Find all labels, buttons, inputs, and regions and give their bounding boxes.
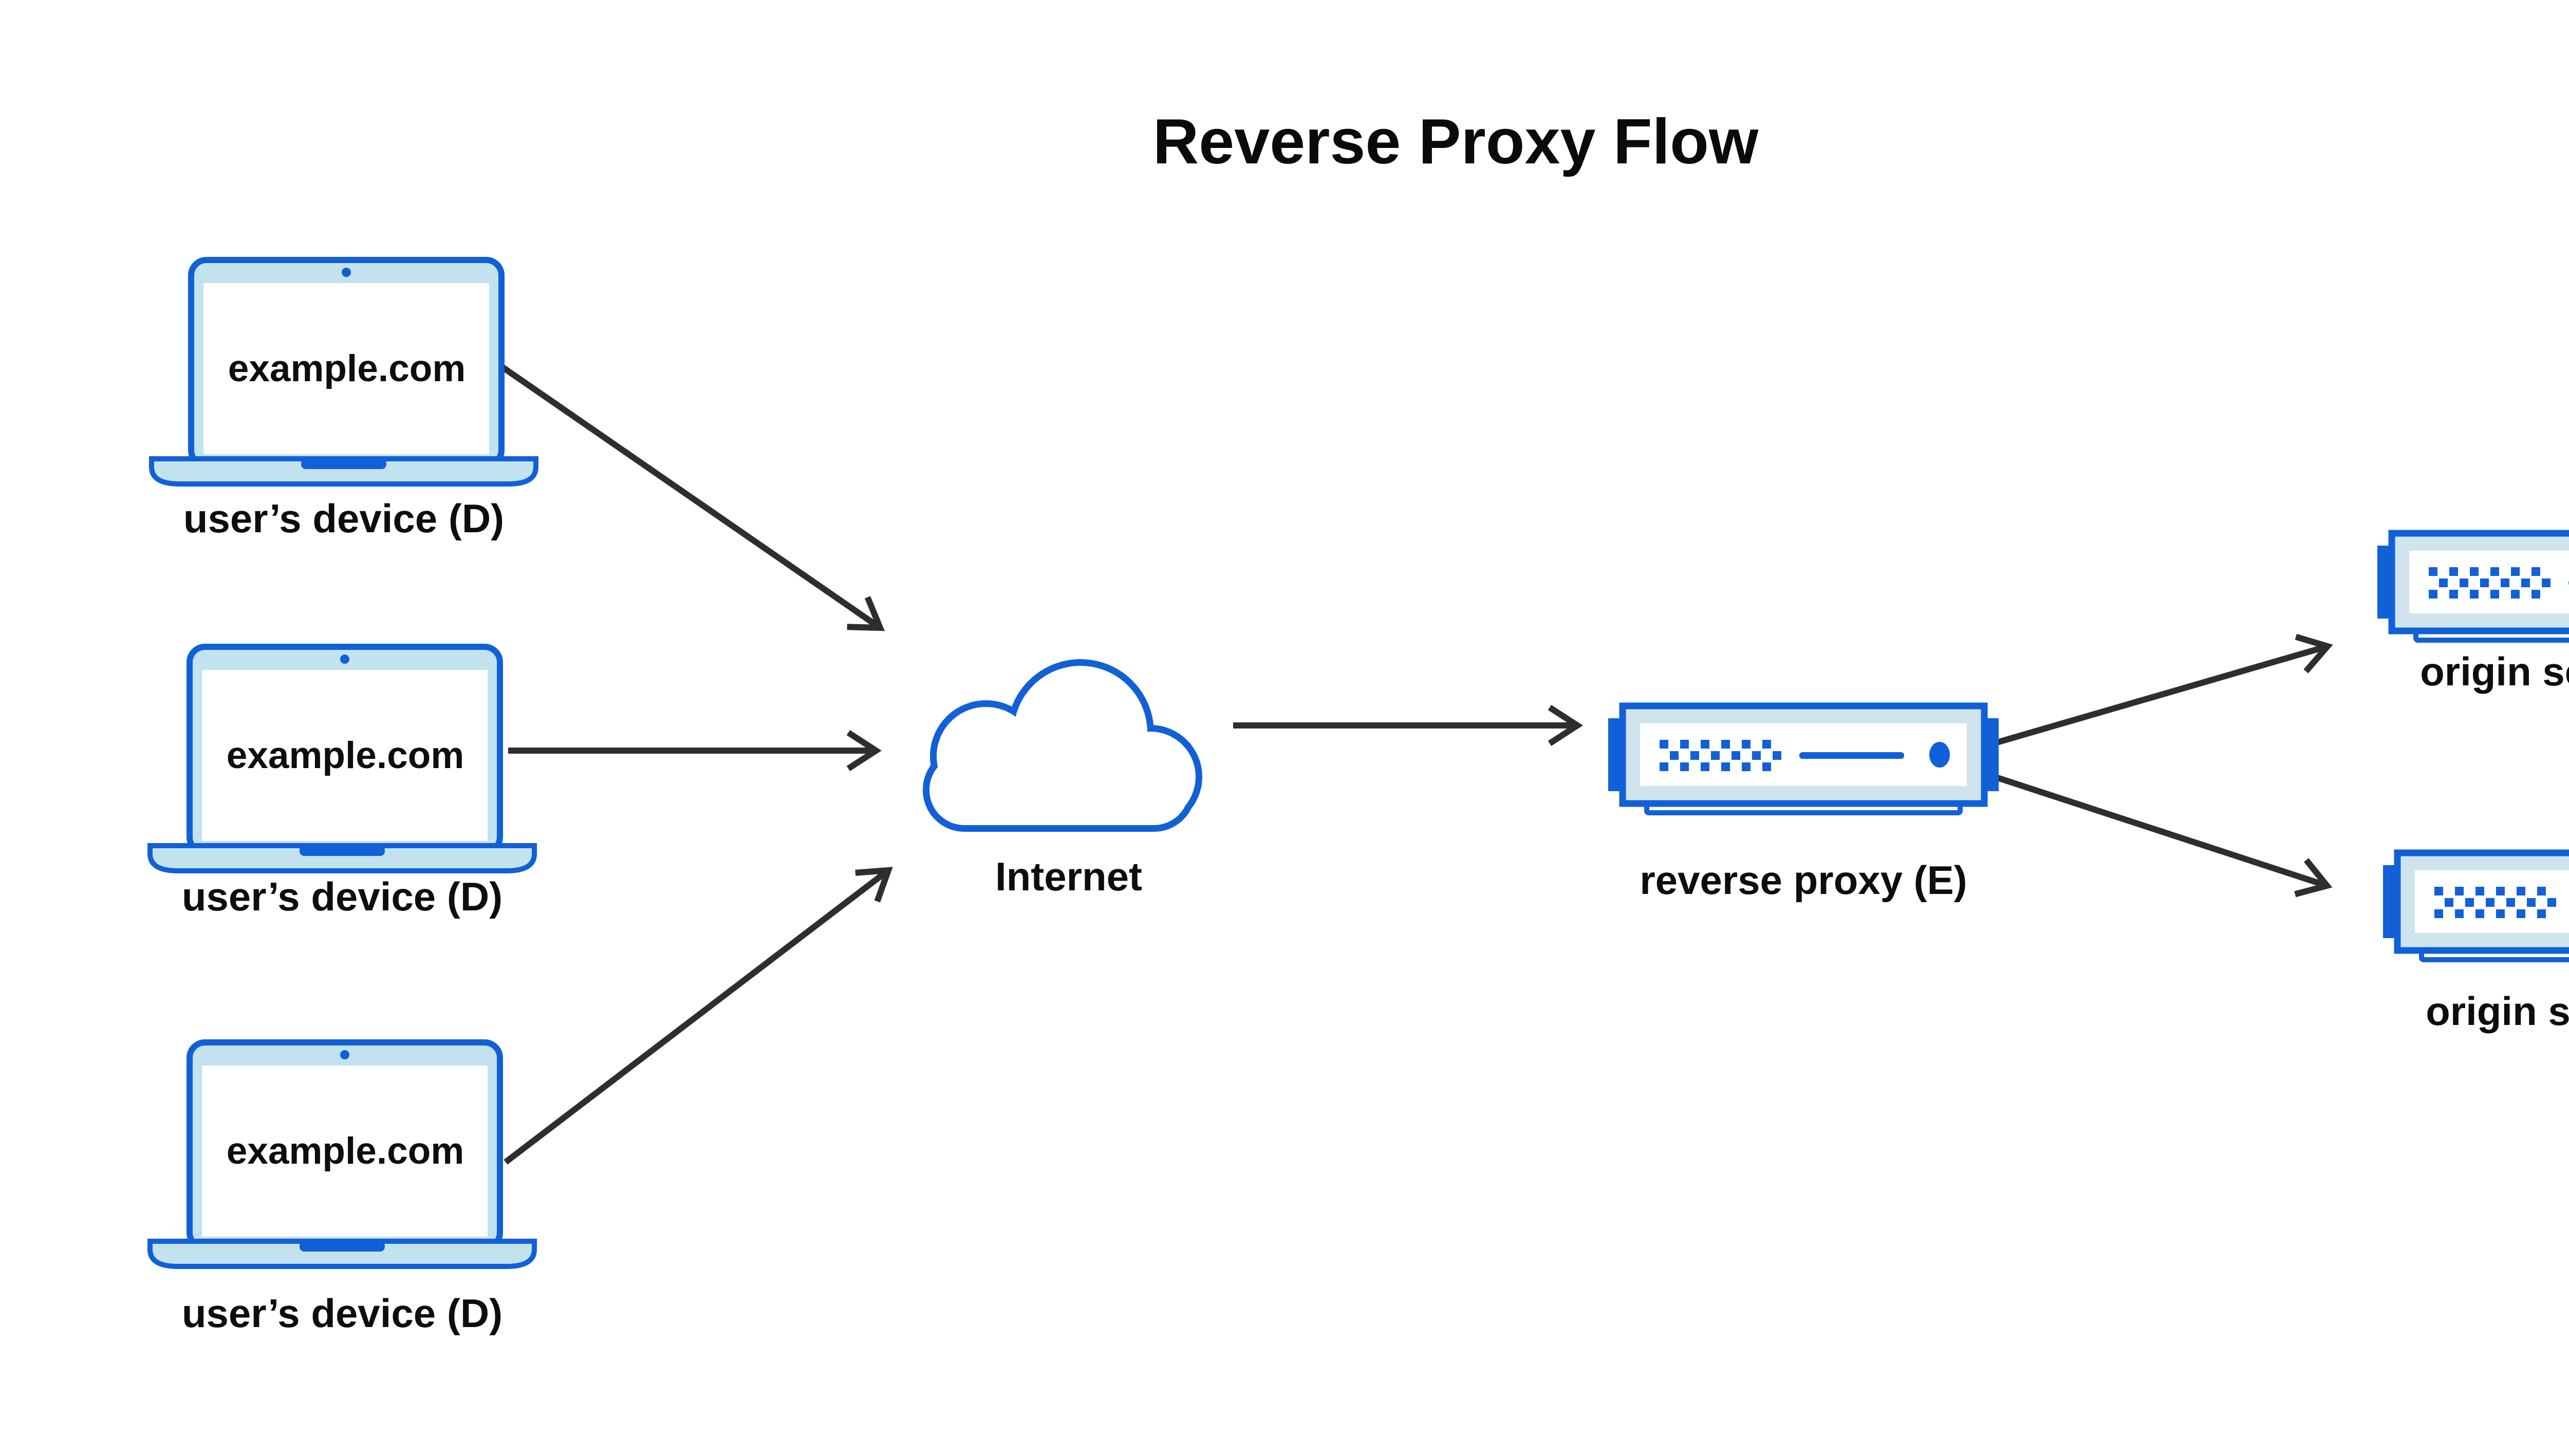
server-vent-dots <box>2434 887 2556 918</box>
device2-label: user’s device (D) <box>181 874 503 919</box>
reverse-proxy-label: reverse proxy (E) <box>1640 857 1967 903</box>
device3-screen-url: example.com <box>226 1130 464 1172</box>
diagram-title: Reverse Proxy Flow <box>1152 106 1759 177</box>
laptop-icon <box>149 257 538 487</box>
laptop-icon <box>147 644 537 873</box>
laptop-icon <box>147 1039 537 1269</box>
device1-screen-url: example.com <box>228 348 466 389</box>
server-slot-line <box>1799 752 1904 759</box>
internet-label: Internet <box>995 854 1143 899</box>
arrow-device3-to-internet <box>504 867 893 1165</box>
arrow-proxy-to-origin2 <box>1994 774 2333 898</box>
server-vent-dots <box>1660 740 1781 771</box>
device1-label: user’s device (D) <box>183 496 505 541</box>
device2-screen-url: example.com <box>226 735 464 776</box>
webcam-dot-icon <box>340 655 349 664</box>
origin-server1-label: origin server (F) <box>2420 649 2569 694</box>
server-power-dot <box>1929 742 1950 768</box>
origin-server2-label: origin server (F) <box>2426 988 2569 1034</box>
cloud-icon <box>923 659 1202 832</box>
server-icon <box>2383 849 2569 962</box>
arrow-device1-to-internet <box>500 364 885 631</box>
arrow-proxy-to-origin1 <box>1993 633 2333 746</box>
server-icon <box>2377 530 2569 643</box>
webcam-dot-icon <box>342 268 351 277</box>
server-vent-dots <box>2429 567 2551 599</box>
device3-label: user’s device (D) <box>181 1291 503 1336</box>
webcam-dot-icon <box>340 1050 349 1059</box>
server-icon <box>1608 702 1999 815</box>
